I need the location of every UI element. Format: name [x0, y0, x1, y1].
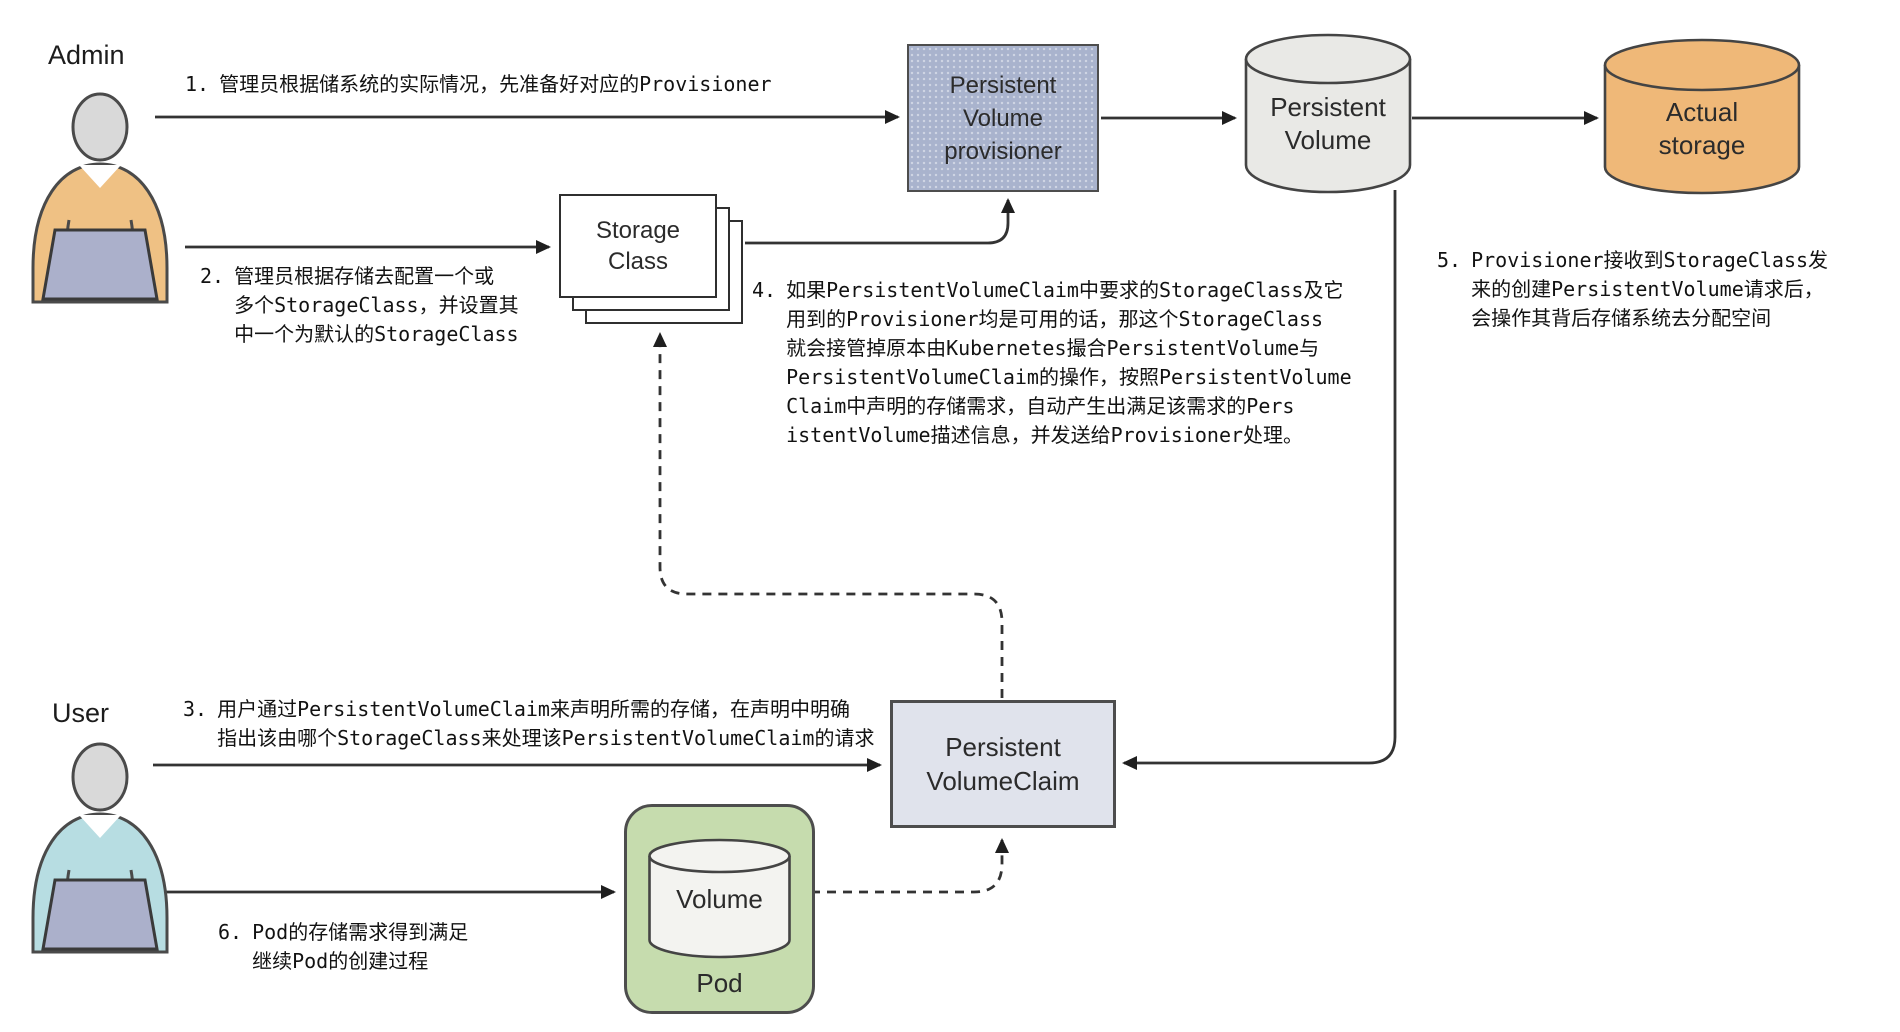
admin-label: Admin	[48, 40, 125, 70]
annotation-number: 1.	[185, 72, 210, 96]
person-collar	[79, 165, 121, 188]
pod-label: Pod	[696, 968, 743, 998]
annotation-number: 3.	[183, 697, 208, 721]
persistent-volume-cylinder: Persistent Volume	[1243, 33, 1413, 195]
annotation-2: 2. 管理员根据存储去配置一个或 多个StorageClass，并设置其 中一个…	[200, 262, 519, 349]
volume-label: Volume	[676, 884, 763, 914]
annotation-5: 5. Provisioner接收到StorageClass发 来的创建Persi…	[1437, 246, 1828, 333]
actual-storage-cylinder: Actual storage	[1602, 38, 1802, 196]
annotation-text: 管理员根据储系统的实际情况，先准备好对应的Provisioner	[219, 72, 772, 96]
storage-class-label: Storage Class	[595, 217, 681, 275]
annotation-text: 管理员根据存储去配置一个或 多个StorageClass，并设置其 中一个为默认…	[234, 264, 519, 346]
annotation-number: 5.	[1437, 248, 1462, 272]
dashed-arrow-volume-to-pvc	[795, 838, 1009, 894]
user-label: User	[52, 698, 110, 728]
cylinder-icon	[1603, 38, 1801, 195]
person-head	[71, 92, 129, 162]
person-head	[71, 742, 129, 812]
volume-cylinder: Volume	[647, 838, 792, 960]
annotation-6: 6. Pod的存储需求得到满足 继续Pod的创建过程	[218, 918, 468, 976]
cylinder-icon	[1244, 33, 1412, 194]
laptop-icon	[41, 878, 159, 951]
dashed-arrow-pvc-to-storageclass	[653, 332, 1004, 698]
annotation-text: 如果PersistentVolumeClaim中要求的StorageClass及…	[786, 278, 1352, 447]
annotation-text: 用户通过PersistentVolumeClaim来声明所需的存储，在声明中明确…	[217, 697, 875, 750]
pv-provisioner-box: Persistent Volume provisioner	[907, 44, 1099, 192]
annotation-number: 4.	[752, 278, 777, 302]
annotation-4: 4. 如果PersistentVolumeClaim中要求的StorageCla…	[752, 276, 1352, 450]
persistent-volume-label: Persistent Volume	[1270, 92, 1386, 155]
admin-figure-icon	[31, 92, 169, 304]
cylinder-icon	[648, 838, 791, 959]
annotation-number: 2.	[200, 264, 225, 288]
storage-class-box: Storage Class	[559, 194, 717, 298]
arrow-pv-to-pvc	[1122, 190, 1397, 770]
pvc-label: Persistent VolumeClaim	[926, 732, 1080, 796]
person-collar	[79, 815, 121, 838]
laptop-icon	[41, 228, 159, 301]
pvc-box: Persistent VolumeClaim	[890, 700, 1116, 828]
user-figure-icon	[31, 742, 169, 954]
annotation-text: Provisioner接收到StorageClass发 来的创建Persiste…	[1471, 248, 1829, 330]
annotation-number: 6.	[218, 920, 243, 944]
annotation-1: 1. 管理员根据储系统的实际情况，先准备好对应的Provisioner	[185, 70, 772, 99]
actual-storage-label: Actual storage	[1658, 97, 1746, 160]
annotation-3: 3. 用户通过PersistentVolumeClaim来声明所需的存储，在声明…	[183, 695, 874, 753]
annotation-text: Pod的存储需求得到满足 继续Pod的创建过程	[252, 920, 469, 973]
pv-provisioner-label: Persistent Volume provisioner	[944, 71, 1062, 165]
arrow-storageclass-to-provisioner	[745, 198, 1015, 245]
